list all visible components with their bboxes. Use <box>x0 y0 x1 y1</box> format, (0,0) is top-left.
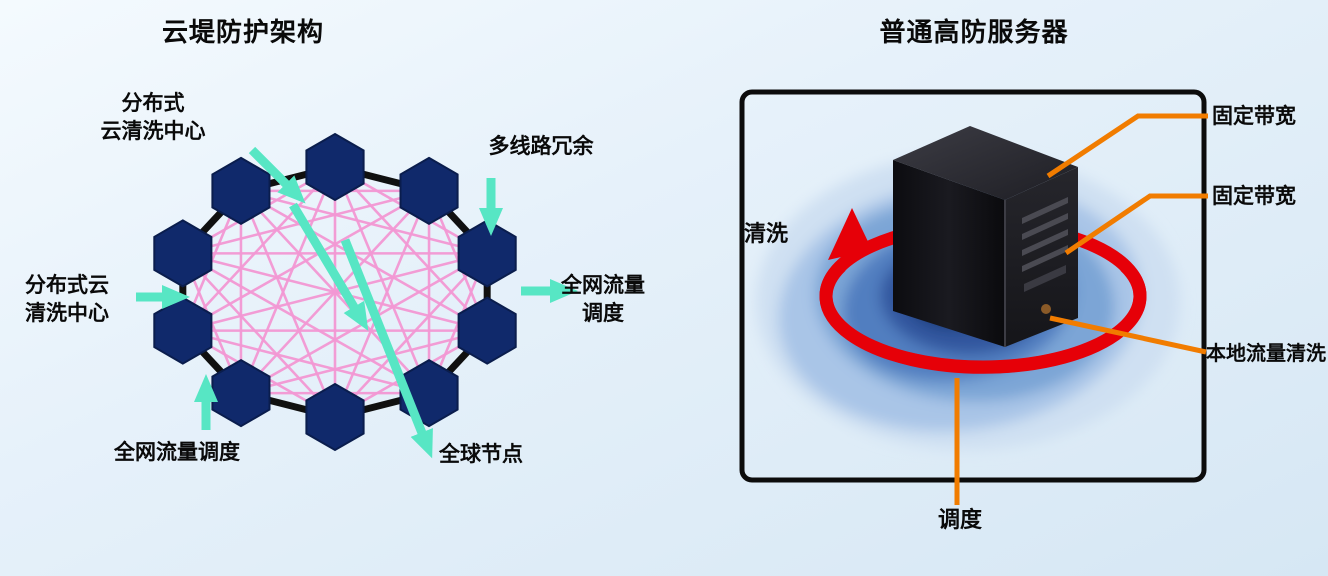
mesh-link <box>334 166 489 332</box>
server-side-face <box>893 160 1005 347</box>
hex-node-icon <box>153 296 213 365</box>
label-dispatch: 调度 <box>937 507 982 532</box>
cycle-arrow-front <box>819 261 1147 374</box>
server-vent-slot <box>1022 229 1068 256</box>
hex-node-icon <box>457 219 517 288</box>
hex-node-icon <box>399 156 459 226</box>
label-fixed-bandwidth-1: 固定带宽 <box>1212 105 1296 128</box>
label-distributed-cleaning-top: 分布式 云清洗中心 <box>100 92 206 143</box>
left-panel-title: 云堤防护架构 <box>161 17 324 47</box>
cycle-arrowhead-icon <box>828 208 872 260</box>
mesh-link <box>240 189 488 332</box>
server-drive-bay <box>1024 265 1066 292</box>
mesh-link <box>181 252 336 418</box>
mesh-link <box>239 190 337 418</box>
label-multi-line-redundancy: 多线路冗余 <box>488 135 594 158</box>
hex-node-icon <box>305 132 365 202</box>
leader-line-local-cleaning <box>1049 315 1207 355</box>
leader-line-fixed-bandwidth-1 <box>1046 113 1208 179</box>
mesh-link <box>334 252 489 418</box>
hex-node-icon <box>305 382 365 452</box>
label-global-traffic-dispatch-right: 全网流量 调度 <box>561 274 645 325</box>
leader-lines <box>954 113 1208 505</box>
mesh-link <box>240 189 430 395</box>
server-vent-slot <box>1022 197 1068 224</box>
flow-arrows <box>136 146 578 459</box>
server-front-face <box>1005 167 1078 347</box>
label-distributed-cleaning-left: 分布式云 清洗中心 <box>25 274 109 325</box>
server-power-button <box>1041 304 1051 314</box>
server-box-border <box>739 89 1207 483</box>
server-vent-slot <box>1022 245 1068 272</box>
label-local-traffic-cleaning: 本地流量清洗 <box>1206 343 1326 365</box>
mesh-link <box>240 329 488 395</box>
label-fixed-bandwidth-2: 固定带宽 <box>1212 185 1296 208</box>
label-cleaning: 清洗 <box>743 221 788 246</box>
label-global-traffic-dispatch-bottom: 全网流量调度 <box>114 441 240 464</box>
right-panel-title: 普通高防服务器 <box>879 17 1069 47</box>
flow-arrow-icon <box>289 202 369 331</box>
server-tower <box>893 126 1078 347</box>
server-top-face <box>893 126 1078 200</box>
mesh-link <box>182 329 430 395</box>
label-global-nodes: 全球节点 <box>439 443 523 466</box>
leader-line-fixed-bandwidth-2 <box>1064 193 1208 256</box>
flow-arrow-icon <box>340 238 433 459</box>
hex-node-icon <box>211 156 271 226</box>
hex-node-icon <box>457 296 517 365</box>
flow-arrow-icon <box>248 146 306 204</box>
server-vent-slot <box>1022 213 1068 240</box>
mesh-link <box>182 252 430 395</box>
mesh-link <box>181 166 336 332</box>
